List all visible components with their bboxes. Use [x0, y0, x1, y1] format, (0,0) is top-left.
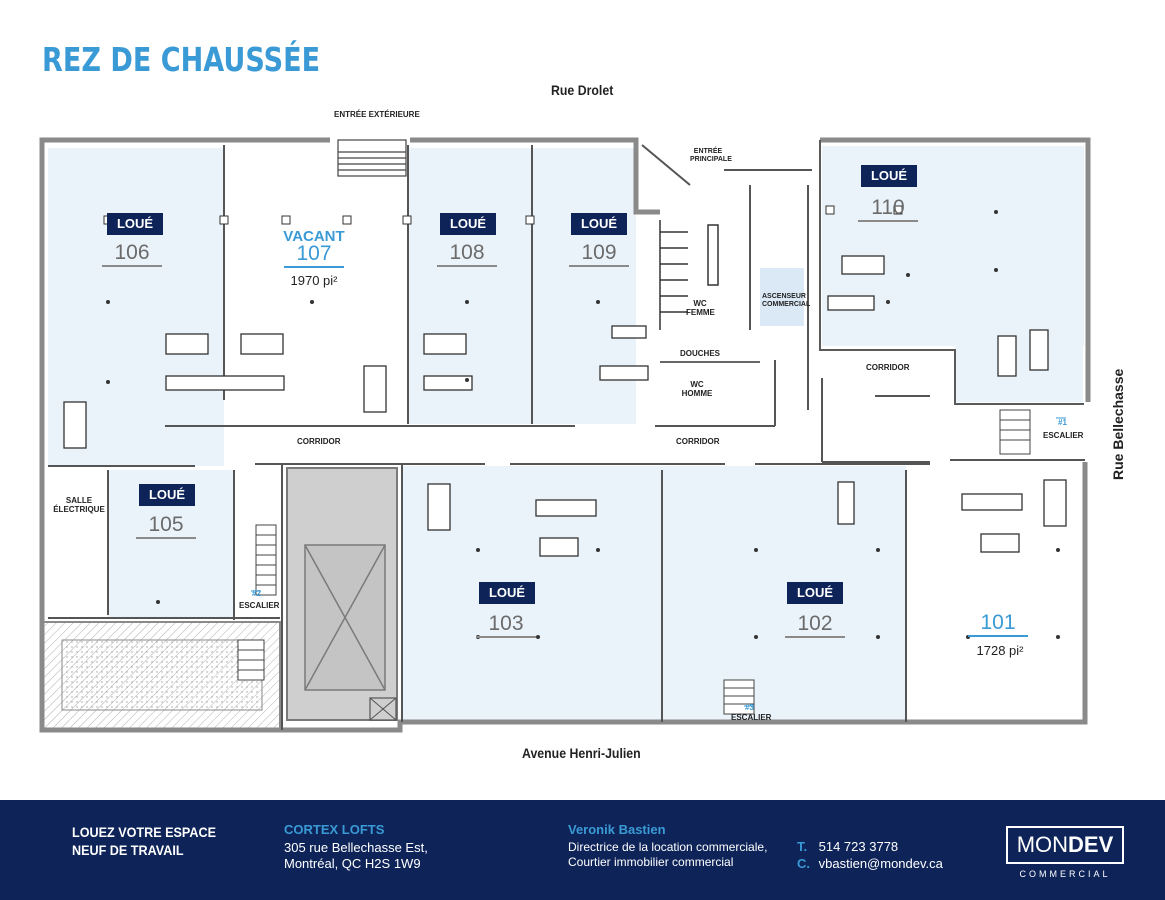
unit-107-status: VACANT [283, 228, 345, 245]
unit-101-area: 1728 pi² [976, 643, 1024, 658]
unit-102-status-badge: LOUÉ [787, 582, 843, 604]
elevator-area [760, 268, 804, 326]
footer-address-line1: 305 rue Bellechasse Est, [284, 840, 428, 855]
unit-108-number[interactable]: 108 [437, 241, 497, 267]
footer-email[interactable]: vbastien@mondev.ca [818, 856, 943, 871]
label-ascenseur: ASCENSEUR COMMERCIAL [762, 293, 811, 308]
label-douches: DOUCHES [680, 349, 721, 358]
unit-110-status-badge: LOUÉ [861, 165, 917, 187]
logo-light: MON [1016, 832, 1069, 857]
page-title: REZ DE CHAUSSÉE [42, 40, 321, 79]
footer-address: 305 rue Bellechasse Est, Montréal, QC H2… [284, 840, 428, 872]
label-entree-exterieure: ENTRÉE EXTÉRIEURE [334, 110, 420, 119]
footer-phone-row: T. 514 723 3778 [797, 838, 943, 855]
label-entree-principale: ENTRÉE PRINCIPALE [690, 148, 732, 163]
footer: LOUEZ VOTRE ESPACE NEUF DE TRAVAIL CORTE… [0, 800, 1165, 900]
label-corridor-east: CORRIDOR [866, 363, 910, 372]
unit-106-status-badge: LOUÉ [107, 213, 163, 235]
floor-plan [39, 137, 1091, 733]
unit-107-number[interactable]: 107 [284, 242, 344, 268]
unit-110-area-b [955, 340, 1083, 402]
unit-105-status-badge: LOUÉ [139, 484, 195, 506]
unit-109-number[interactable]: 109 [569, 241, 629, 267]
label-stair-1-number: #1 [1058, 418, 1067, 427]
unit-101-number[interactable]: 101 [968, 611, 1028, 637]
label-stair-2-number: #2 [252, 589, 261, 598]
unit-107-area: 1970 pi² [290, 273, 338, 288]
footer-tagline: LOUEZ VOTRE ESPACE NEUF DE TRAVAIL [72, 824, 216, 858]
label-stair-3-number: #3 [745, 703, 754, 712]
mondev-logo: MONDEV COMMERCIAL [1006, 826, 1124, 879]
unit-102-area [662, 466, 906, 722]
label-stair-3: ESCALIER [731, 713, 772, 722]
logo-bold: DEV [1068, 832, 1114, 857]
unit-106-number[interactable]: 106 [102, 241, 162, 267]
footer-contact-role: Directrice de la location commerciale, C… [568, 840, 767, 870]
footer-role-line1: Directrice de la location commerciale, [568, 840, 768, 854]
street-north: Rue Drolet [551, 82, 614, 98]
phone-key: T. [797, 839, 808, 854]
street-south: Avenue Henri-Julien [522, 745, 641, 761]
footer-address-line2: Montréal, QC H2S 1W9 [284, 856, 421, 871]
footer-email-row: C. vbastien@mondev.ca [797, 855, 943, 872]
footer-contact-name: Veronik Bastien [568, 822, 666, 837]
label-corridor-west: CORRIDOR [297, 437, 341, 446]
label-stair-2: ESCALIER [239, 601, 280, 610]
label-corridor-central: CORRIDOR [676, 437, 720, 446]
footer-phone[interactable]: 514 723 3778 [818, 839, 899, 854]
unit-110-number[interactable]: 110 [858, 196, 918, 222]
label-wc-femme: WC FEMME [686, 299, 715, 317]
unit-102-number[interactable]: 102 [785, 612, 845, 638]
logo-subtitle: COMMERCIAL [1019, 869, 1111, 879]
footer-role-line2: Courtier immobilier commercial [568, 855, 734, 869]
unit-109-area [532, 148, 636, 424]
footer-brand: CORTEX LOFTS [284, 822, 385, 837]
unit-103-number[interactable]: 103 [476, 612, 536, 638]
unit-108-status-badge: LOUÉ [440, 213, 496, 235]
email-key: C. [797, 856, 810, 871]
logo-box: MONDEV [1006, 826, 1124, 864]
label-salle-electrique: SALLE ÉLECTRIQUE [53, 496, 105, 514]
unit-109-status-badge: LOUÉ [571, 213, 627, 235]
footer-contact-details: T. 514 723 3778 C. vbastien@mondev.ca [797, 838, 943, 872]
label-stair-1: ESCALIER [1043, 431, 1084, 440]
label-wc-homme: WC HOMME [681, 380, 713, 398]
unit-105-number[interactable]: 105 [136, 513, 196, 539]
unit-103-status-badge: LOUÉ [479, 582, 535, 604]
